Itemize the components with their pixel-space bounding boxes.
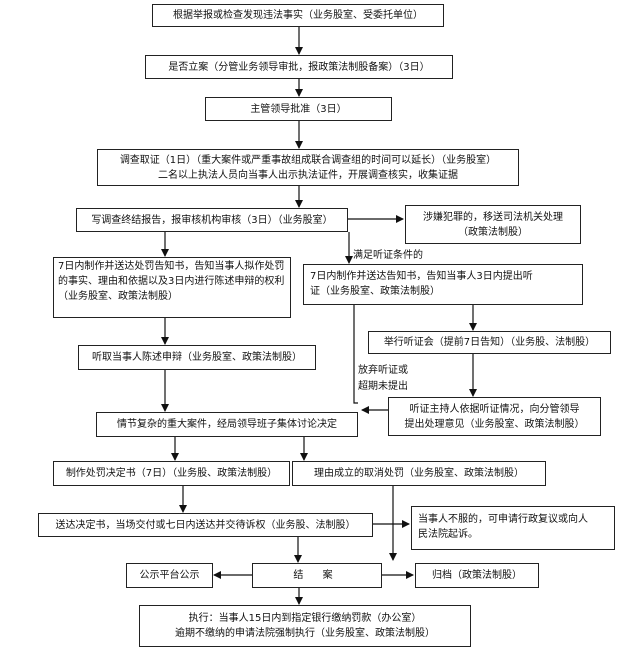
- step-hear-statement: 听取当事人陈述申辩（业务股室、政策法制股）: [78, 345, 316, 370]
- label-hearing-eligible: 满足听证条件的: [353, 249, 423, 263]
- step-file-case: 是否立案（分管业务领导审批，报政策法制股备案）（3日）: [145, 55, 453, 79]
- step-collective-decision: 情节复杂的重大案件，经局领导班子集体讨论决定: [96, 412, 358, 437]
- step-execution: 执行：当事人15日内到指定银行缴纳罚款（办公室） 逾期不缴纳的申请法院强制执行（…: [139, 605, 471, 647]
- step-file-case-text: 是否立案（分管业务领导审批，报政策法制股备案）（3日）: [168, 61, 430, 73]
- step-appeal-rights: 当事人不服的，可申请行政复议或向人 民法院起诉。: [411, 506, 615, 550]
- step-hearing-opinion-line2: 提出处理意见（业务股室、政策法制股）: [404, 418, 585, 430]
- arrow-abandon: [353, 305, 358, 404]
- step-deliver-decision-text: 送达决定书，当场交付或七日内送达并交待诉权（业务股、法制股）: [55, 519, 356, 531]
- step-public-notice-text: 公示平台公示: [139, 570, 200, 581]
- step-deliver-decision: 送达决定书，当场交付或七日内送达并交待诉权（业务股、法制股）: [38, 513, 373, 537]
- step-report-violation-text: 根据举报或检查发现违法事实（业务股室、受委托单位）: [173, 10, 423, 21]
- step-transfer-judicial: 涉嫌犯罪的，移送司法机关处理 （政策法制股）: [405, 205, 581, 244]
- step-report-violation: 根据举报或检查发现违法事实（业务股室、受委托单位）: [152, 4, 444, 27]
- label-abandon-line2: 超期未提出: [358, 380, 408, 394]
- step-hearing-opinion: 听证主持人依据听证情况，向分管领导 提出处理意见（业务股室、政策法制股）: [388, 397, 601, 436]
- step-investigation-line2: 二名以上执法人员向当事人出示执法证件，开展调查核实，收集证据: [158, 169, 458, 181]
- step-investigation-report-text: 写调查终结报告，报审核机构审核（3日）（业务股室）: [91, 214, 333, 226]
- step-transfer-judicial-line2: （政策法制股）: [458, 226, 528, 238]
- step-appeal-rights-line2: 民法院起诉。: [418, 529, 478, 540]
- step-hearing-notice: 7日内制作并送达告知书，告知当事人3日内提出听 证（业务股室、政策法制股）: [303, 264, 583, 305]
- step-hearing-notice-line2: 证（业务股室、政策法制股）: [310, 286, 440, 297]
- step-public-notice: 公示平台公示: [126, 563, 213, 588]
- step-hearing-notice-line1: 7日内制作并送达告知书，告知当事人3日内提出听: [310, 271, 533, 282]
- step-leader-approval-text: 主管领导批准（3日）: [250, 103, 347, 115]
- step-appeal-rights-line1: 当事人不服的，可申请行政复议或向人: [418, 514, 588, 525]
- step-hearing-opinion-line1: 听证主持人依据听证情况，向分管领导: [409, 403, 580, 415]
- step-collective-decision-text: 情节复杂的重大案件，经局领导班子集体讨论决定: [117, 419, 337, 430]
- step-archive: 归档（政策法制股）: [415, 563, 539, 588]
- step-hear-statement-text: 听取当事人陈述申辩（业务股室、政策法制股）: [92, 352, 302, 363]
- step-penalty-notice: 7日内制作并送达处罚告知书，告知当事人拟作处罚的事实、理由和依据以及3日内进行陈…: [53, 257, 291, 318]
- step-execution-line1: 执行：当事人15日内到指定银行缴纳罚款（办公室）: [188, 613, 422, 624]
- step-archive-text: 归档（政策法制股）: [432, 570, 522, 581]
- step-penalty-notice-text: 7日内制作并送达处罚告知书，告知当事人拟作处罚的事实、理由和依据以及3日内进行陈…: [58, 261, 285, 302]
- step-penalty-decision-text: 制作处罚决定书（7日）（业务股、政策法制股）: [65, 468, 278, 479]
- step-investigation: 调查取证（1日）（重大案件或严重事故组成联合调查组的时间可以延长）（业务股室） …: [97, 149, 519, 186]
- step-hold-hearing: 举行听证会（提前7日告知）（业务股、法制股）: [368, 331, 611, 354]
- step-leader-approval: 主管领导批准（3日）: [205, 97, 392, 121]
- step-penalty-decision: 制作处罚决定书（7日）（业务股、政策法制股）: [53, 461, 290, 486]
- step-close-case-text: 结 案: [293, 570, 341, 581]
- step-cancel-penalty-text: 理由成立的取消处罚（业务股室、政策法制股）: [314, 468, 524, 479]
- step-transfer-judicial-line1: 涉嫌犯罪的，移送司法机关处理: [423, 211, 563, 223]
- label-abandon-line1: 放弃听证或: [358, 364, 408, 378]
- step-execution-line2: 逾期不缴纳的申请法院强制执行（业务股室、政策法制股）: [175, 628, 435, 639]
- step-investigation-report: 写调查终结报告，报审核机构审核（3日）（业务股室）: [76, 208, 348, 232]
- step-close-case: 结 案: [252, 563, 382, 588]
- step-investigation-line1: 调查取证（1日）（重大案件或严重事故组成联合调查组的时间可以延长）（业务股室）: [119, 154, 497, 166]
- step-cancel-penalty: 理由成立的取消处罚（业务股室、政策法制股）: [292, 461, 546, 486]
- step-hold-hearing-text: 举行听证会（提前7日告知）（业务股、法制股）: [383, 337, 596, 348]
